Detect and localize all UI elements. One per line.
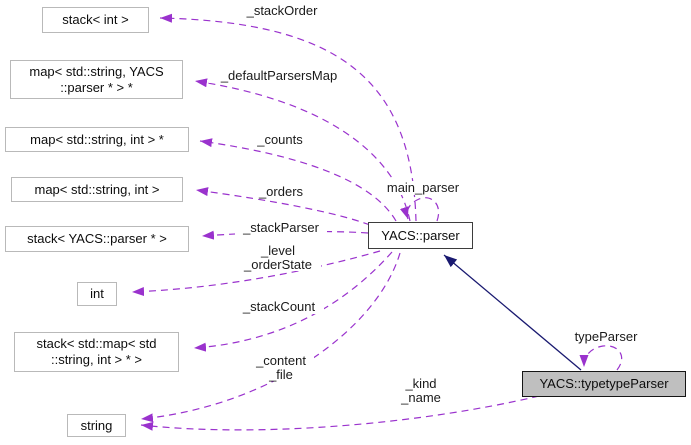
edge-level-orderstate [131,250,381,297]
node-label: string [80,417,113,433]
edge-orders [195,187,371,226]
edge-inheritance [443,254,582,371]
node-label: int [90,286,104,301]
node-label-line2: ::parser * > * [60,79,133,95]
node-label: map< std::string, int > * [30,131,164,147]
node-label: YACS::typetypeParser [539,376,669,391]
node-string: string [67,414,126,437]
edge-label-counts: _counts [250,133,310,147]
node-map-string-parser: map< std::string, YACS ::parser * > * [10,60,183,99]
node-stack-map: stack< std::map< std ::string, int > * > [14,332,179,372]
node-label: map< std::string, int > [34,181,160,197]
edge-label-stack-order: _stackOrder [240,4,324,18]
edge-default-parsers-map [194,78,411,222]
node-stack-yacs-parser: stack< YACS::parser * > [5,226,189,252]
edge-type-parser-loop [579,345,623,371]
edge-label-stack-count: _stackCount [234,300,324,314]
edge-label-content-file: _content _file [248,354,314,381]
edge-label-kind-name: _kind _name [393,377,449,404]
edge-label-level-orderstate: _level _orderState [235,244,321,271]
node-map-string-int: map< std::string, int > [11,177,183,202]
node-label: stack< int > [62,12,129,27]
node-label-line1: map< std::string, YACS [29,63,164,79]
edge-stack-order [159,13,417,222]
node-label: stack< YACS::parser * > [27,231,167,246]
node-label-line2: ::string, int > * > [50,352,143,367]
edge-label-orders: _orders [253,185,309,199]
edge-stack-count [193,251,393,352]
node-int: int [77,282,117,306]
edge-kind-name [140,395,540,431]
edge-label-type-parser: typeParser [568,330,644,344]
edge-content-file [140,252,401,423]
edge-main-parser-loop [399,197,440,222]
node-label-line1: stack< std::map< std [36,336,157,351]
node-label: YACS::parser [381,227,460,243]
node-stack-int: stack< int > [42,7,149,33]
node-map-string-int-ptr: map< std::string, int > * [5,127,189,152]
edge-label-default-parsers-map: _defaultParsersMap [209,69,349,83]
edge-label-main-parser: main_parser [380,181,466,195]
edge-label-stack-parser: _stackParser [235,221,327,235]
node-yacs-typetypeparser: YACS::typetypeParser [522,371,686,397]
edge-counts [199,138,397,222]
node-yacs-parser[interactable]: YACS::parser [368,222,473,249]
